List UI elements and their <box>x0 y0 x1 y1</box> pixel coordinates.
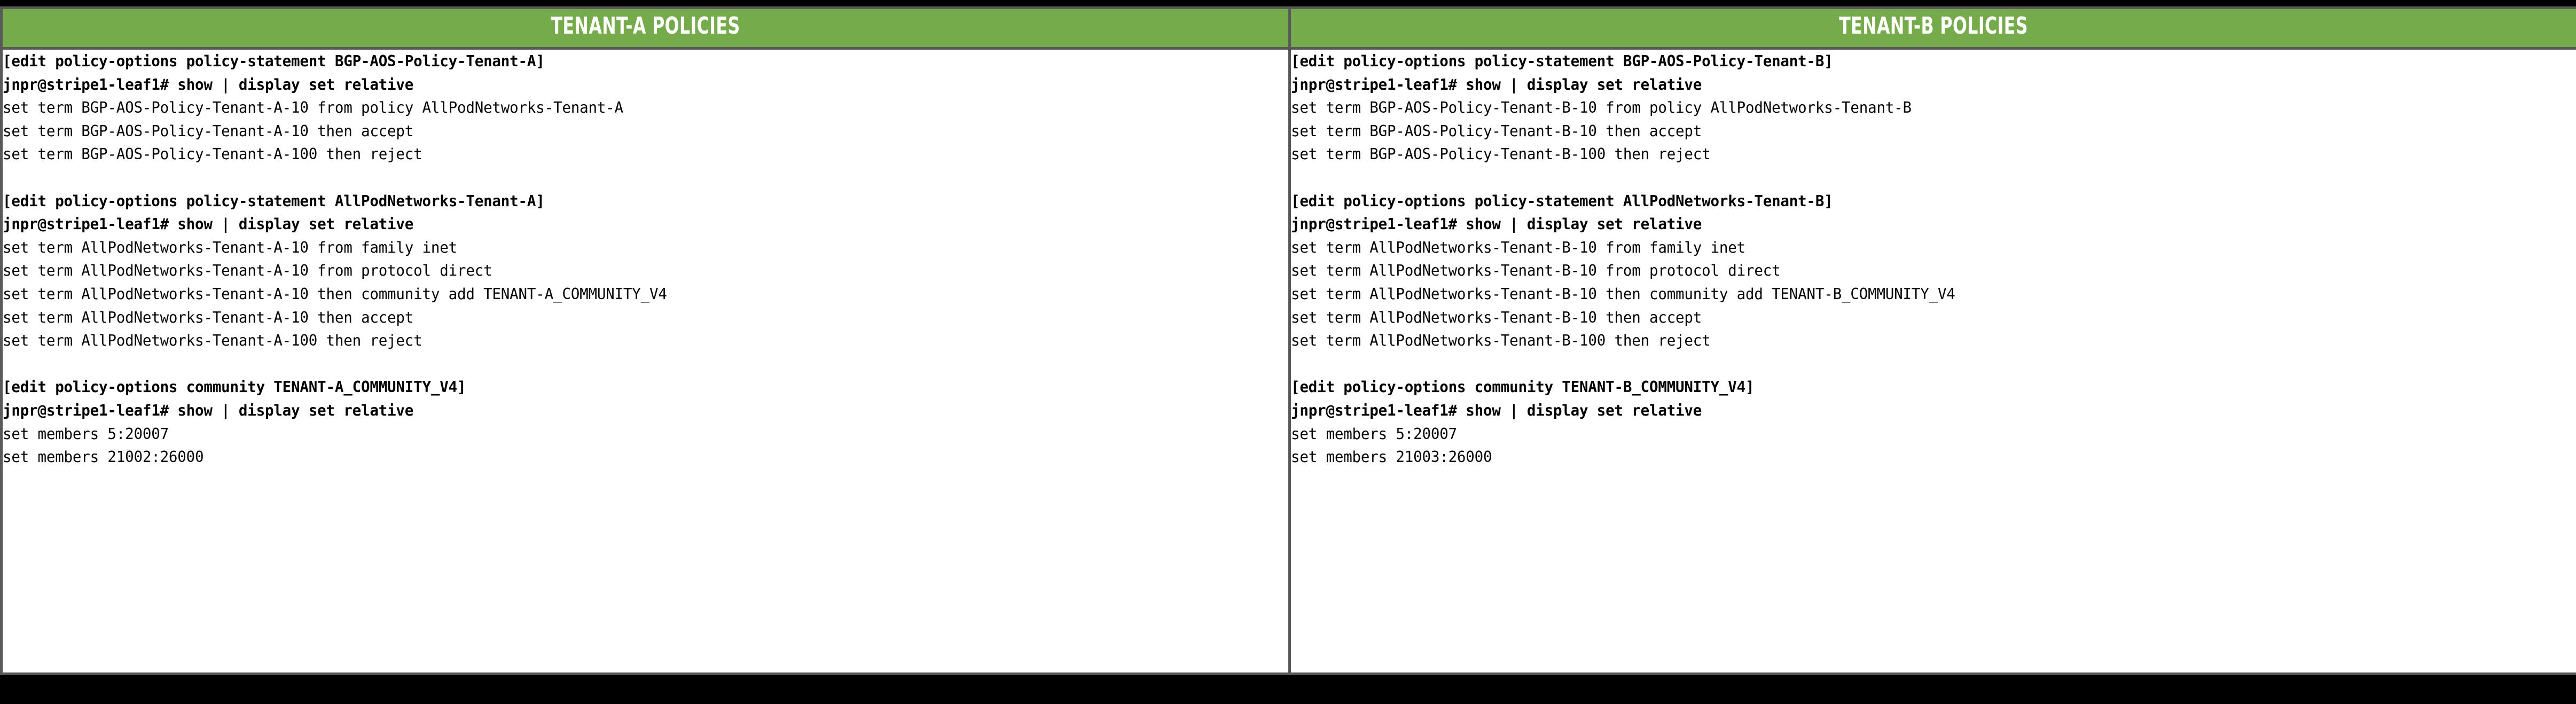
cli-line: set term AllPodNetworks-Tenant-A-10 then… <box>3 285 667 303</box>
cli-line: set term BGP-AOS-Policy-Tenant-B-100 the… <box>1291 145 1711 163</box>
cli-line: set members 5:20007 <box>1291 425 1457 443</box>
cli-line: set term AllPodNetworks-Tenant-A-100 the… <box>3 332 422 350</box>
cli-line: set term AllPodNetworks-Tenant-A-10 from… <box>3 262 492 280</box>
table-body-row-group: [edit policy-options policy-statement BG… <box>0 47 2576 675</box>
table-header-row: TENANT-A POLICIES TENANT-B POLICIES <box>0 6 2576 50</box>
cli-line: [edit policy-options policy-statement Al… <box>3 192 545 210</box>
body-cell-tenant-b: [edit policy-options policy-statement BG… <box>1288 47 2576 675</box>
cli-line: set term AllPodNetworks-Tenant-B-10 then… <box>1291 308 1702 326</box>
cli-line: jnpr@stripe1-leaf1# show | display set r… <box>3 401 414 419</box>
cli-line: jnpr@stripe1-leaf1# show | display set r… <box>1291 401 1702 419</box>
header-title-tenant-b: TENANT-B POLICIES <box>1839 12 2028 40</box>
cli-line: set term BGP-AOS-Policy-Tenant-A-10 from… <box>3 99 623 117</box>
cli-line: jnpr@stripe1-leaf1# show | display set r… <box>3 215 414 233</box>
cli-output-tenant-b: [edit policy-options policy-statement BG… <box>1291 50 2576 469</box>
header-cell-tenant-b: TENANT-B POLICIES <box>1288 6 2576 50</box>
cli-line: set term AllPodNetworks-Tenant-B-10 from… <box>1291 238 1745 256</box>
cli-line: set members 21002:26000 <box>3 448 204 466</box>
cli-line: jnpr@stripe1-leaf1# show | display set r… <box>3 75 414 93</box>
table-header-row-group: TENANT-A POLICIES TENANT-B POLICIES <box>0 6 2576 50</box>
cli-blank-line <box>1291 353 2531 376</box>
cli-blank-line <box>3 166 1243 190</box>
cli-line: [edit policy-options policy-statement BG… <box>3 52 545 70</box>
body-cell-tenant-a: [edit policy-options policy-statement BG… <box>0 47 1291 675</box>
cli-output-tenant-a: [edit policy-options policy-statement BG… <box>3 50 1288 469</box>
table-body-row: [edit policy-options policy-statement BG… <box>0 47 2576 675</box>
cli-line: [edit policy-options community TENANT-A_… <box>3 378 466 396</box>
cli-line: [edit policy-options policy-statement BG… <box>1291 52 1833 70</box>
cli-line: jnpr@stripe1-leaf1# show | display set r… <box>1291 215 1702 233</box>
cli-line: set term BGP-AOS-Policy-Tenant-A-100 the… <box>3 145 422 163</box>
cli-line: set term AllPodNetworks-Tenant-B-100 the… <box>1291 332 1711 350</box>
cli-line: set members 5:20007 <box>3 425 169 443</box>
cli-line: set term BGP-AOS-Policy-Tenant-A-10 then… <box>3 122 414 140</box>
cli-line: set term AllPodNetworks-Tenant-A-10 then… <box>3 308 414 326</box>
cli-line: [edit policy-options community TENANT-B_… <box>1291 378 1755 396</box>
cli-line: set term AllPodNetworks-Tenant-B-10 from… <box>1291 262 1781 280</box>
policy-comparison-table: TENANT-A POLICIES TENANT-B POLICIES [edi… <box>0 6 2576 675</box>
cli-line: set members 21003:26000 <box>1291 448 1492 466</box>
cli-line: set term BGP-AOS-Policy-Tenant-B-10 then… <box>1291 122 1702 140</box>
header-title-tenant-a: TENANT-A POLICIES <box>551 12 740 40</box>
cli-line: [edit policy-options policy-statement Al… <box>1291 192 1833 210</box>
cli-line: set term AllPodNetworks-Tenant-A-10 from… <box>3 238 457 256</box>
cli-blank-line <box>1291 166 2531 190</box>
cli-blank-line <box>3 353 1243 376</box>
cli-line: jnpr@stripe1-leaf1# show | display set r… <box>1291 75 1702 93</box>
cli-line: set term BGP-AOS-Policy-Tenant-B-10 from… <box>1291 99 1912 117</box>
header-cell-tenant-a: TENANT-A POLICIES <box>0 6 1291 50</box>
cli-line: set term AllPodNetworks-Tenant-B-10 then… <box>1291 285 1955 303</box>
